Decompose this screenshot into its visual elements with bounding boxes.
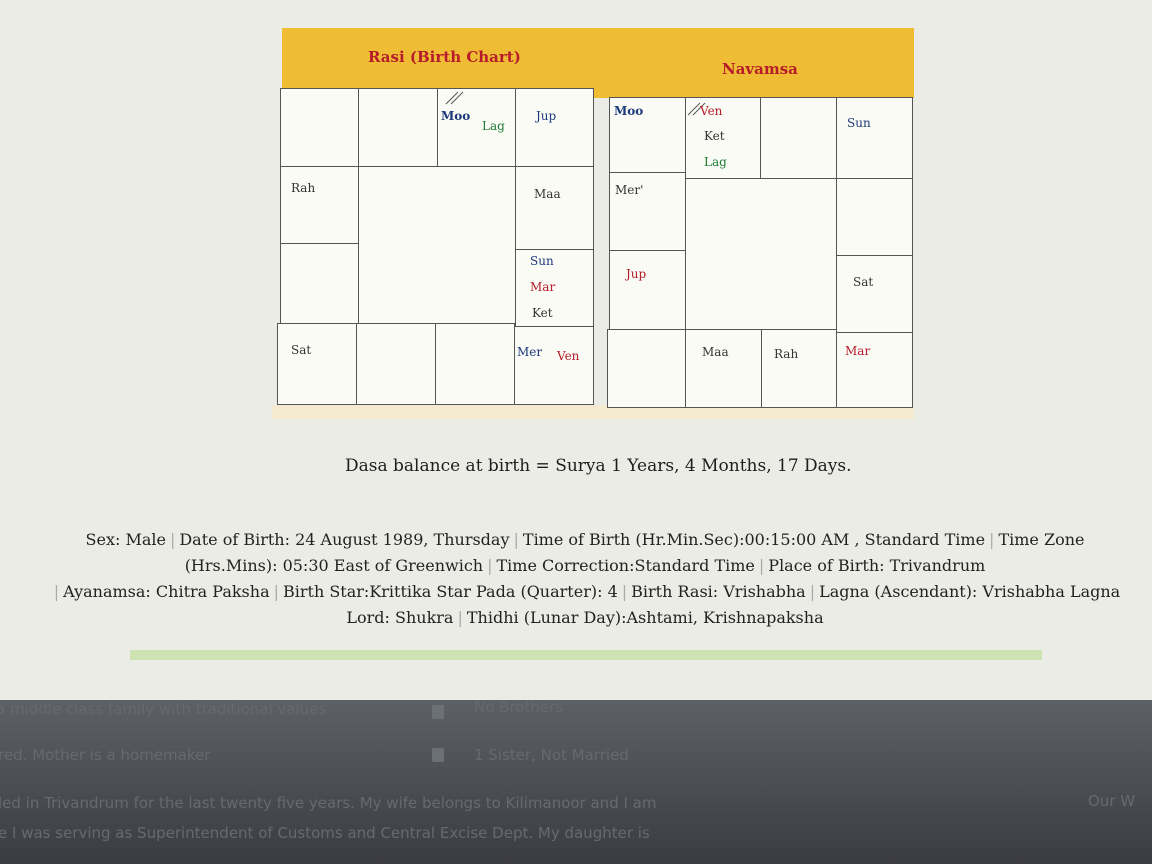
navamsa-house-1: Moo (609, 97, 686, 173)
navamsa-house-4: Sun (836, 97, 913, 179)
navamsa-house-6: Sat (836, 255, 913, 333)
rasi-chart-title: Rasi (Birth Chart) (368, 48, 521, 66)
navamsa-house-2: Ven Ket Lag (685, 97, 761, 179)
rasi-planet-mar: Mar (530, 280, 556, 294)
detail-dob: Date of Birth: 24 August 1989, Thursday (179, 530, 510, 549)
detail-time-correction: Time Correction:Standard Time (496, 556, 755, 575)
family-values-text: a middle class family with traditional v… (0, 700, 327, 718)
rasi-planet-ven: Ven (557, 349, 580, 363)
rasi-house-2 (358, 88, 438, 167)
detail-time-zone: Time Zone (Hrs.Mins): 05:30 East of Gree… (184, 530, 1085, 575)
rasi-planet-sun: Sun (530, 254, 554, 268)
section-divider (130, 650, 1042, 660)
rasi-planet-lag: Lag (482, 119, 505, 133)
rasi-house-12: Rah (280, 166, 359, 244)
rasi-planet-jup: Jup (536, 109, 557, 123)
navamsa-house-8: Rah (761, 329, 837, 408)
navamsa-planet-mar: Mar (845, 344, 871, 358)
rasi-planet-rah: Rah (291, 181, 316, 195)
rasi-house-5: Maa (515, 166, 594, 250)
detail-sex: Sex: Male (85, 530, 166, 549)
navamsa-planet-maa: Maa (702, 345, 729, 359)
lagna-mark-icon (445, 91, 464, 105)
rasi-house-4: Jup (515, 88, 594, 167)
birth-details: Sex: Male|Date of Birth: 24 August 1989,… (53, 530, 1121, 627)
rasi-center (358, 166, 516, 324)
navamsa-planet-ven: Ven (700, 104, 723, 118)
rasi-planet-maa: Maa (534, 187, 561, 201)
lagna-mark-icon (687, 102, 706, 116)
navamsa-planet-sun: Sun (847, 116, 871, 130)
navamsa-house-5 (836, 178, 913, 256)
navamsa-planet-moo: Moo (614, 104, 644, 118)
rasi-planet-sat: Sat (291, 343, 312, 357)
rasi-house-8 (435, 323, 515, 405)
chart-bottom-band (272, 405, 914, 419)
rasi-house-1 (280, 88, 359, 167)
rasi-house-9 (356, 323, 436, 405)
our-heading-text: Our W (1088, 792, 1136, 810)
about-text-line-2: e I was serving as Superintendent of Cus… (0, 824, 650, 842)
detail-ayanamsa: Ayanamsa: Chitra Paksha (63, 582, 270, 601)
profile-section-background: a middle class family with traditional v… (0, 698, 1152, 864)
detail-birth-rasi: Birth Rasi: Vrishabha (631, 582, 806, 601)
rasi-house-11 (280, 243, 359, 324)
rasi-planet-ket: Ket (532, 306, 553, 320)
detail-place-of-birth: Place of Birth: Trivandrum (768, 556, 986, 575)
navamsa-center (685, 178, 837, 330)
navamsa-planet-lag: Lag (704, 155, 727, 169)
detail-birth-star: Birth Star:Krittika Star Pada (Quarter):… (283, 582, 618, 601)
rasi-house-3: Moo Lag (437, 88, 516, 167)
navamsa-planet-sat: Sat (853, 275, 874, 289)
navamsa-chart-title: Navamsa (722, 60, 798, 78)
navamsa-planet-rah: Rah (774, 347, 799, 361)
detail-time-of-birth: Time of Birth (Hr.Min.Sec):00:15:00 AM ,… (522, 530, 986, 549)
navamsa-house-7: Mar (836, 332, 913, 408)
sisters-text: 1 Sister, Not Married (474, 746, 629, 764)
navamsa-house-11: Jup (609, 250, 686, 330)
chart-header-band (282, 28, 914, 98)
rasi-house-10: Sat (277, 323, 357, 405)
rasi-house-6: Sun Mar Ket (515, 249, 594, 327)
detail-thidhi: Thidhi (Lunar Day):Ashtami, Krishnapaksh… (466, 608, 824, 627)
detail-lagna: Lagna (Ascendant): Vrishabha Lagna Lord:… (346, 582, 1121, 627)
rasi-planet-mer: Mer (517, 345, 543, 359)
about-text-line-1: led in Trivandrum for the last twenty fi… (0, 794, 657, 812)
navamsa-house-9: Maa (685, 329, 762, 408)
navamsa-planet-jup: Jup (626, 267, 647, 281)
brothers-text: No Brothers (474, 698, 564, 716)
dasa-balance: Dasa balance at birth = Surya 1 Years, 4… (345, 456, 852, 476)
navamsa-house-3 (760, 97, 837, 179)
navamsa-planet-mer: Mer' (615, 183, 644, 197)
navamsa-house-10 (607, 329, 686, 408)
sister-icon (432, 748, 444, 762)
rasi-planet-moo: Moo (441, 109, 471, 123)
brother-icon (432, 705, 444, 719)
mother-occupation-text: red. Mother is a homemaker (0, 746, 211, 764)
rasi-house-7: Mer Ven (514, 326, 594, 405)
navamsa-house-12: Mer' (609, 172, 686, 251)
navamsa-planet-ket: Ket (704, 129, 725, 143)
